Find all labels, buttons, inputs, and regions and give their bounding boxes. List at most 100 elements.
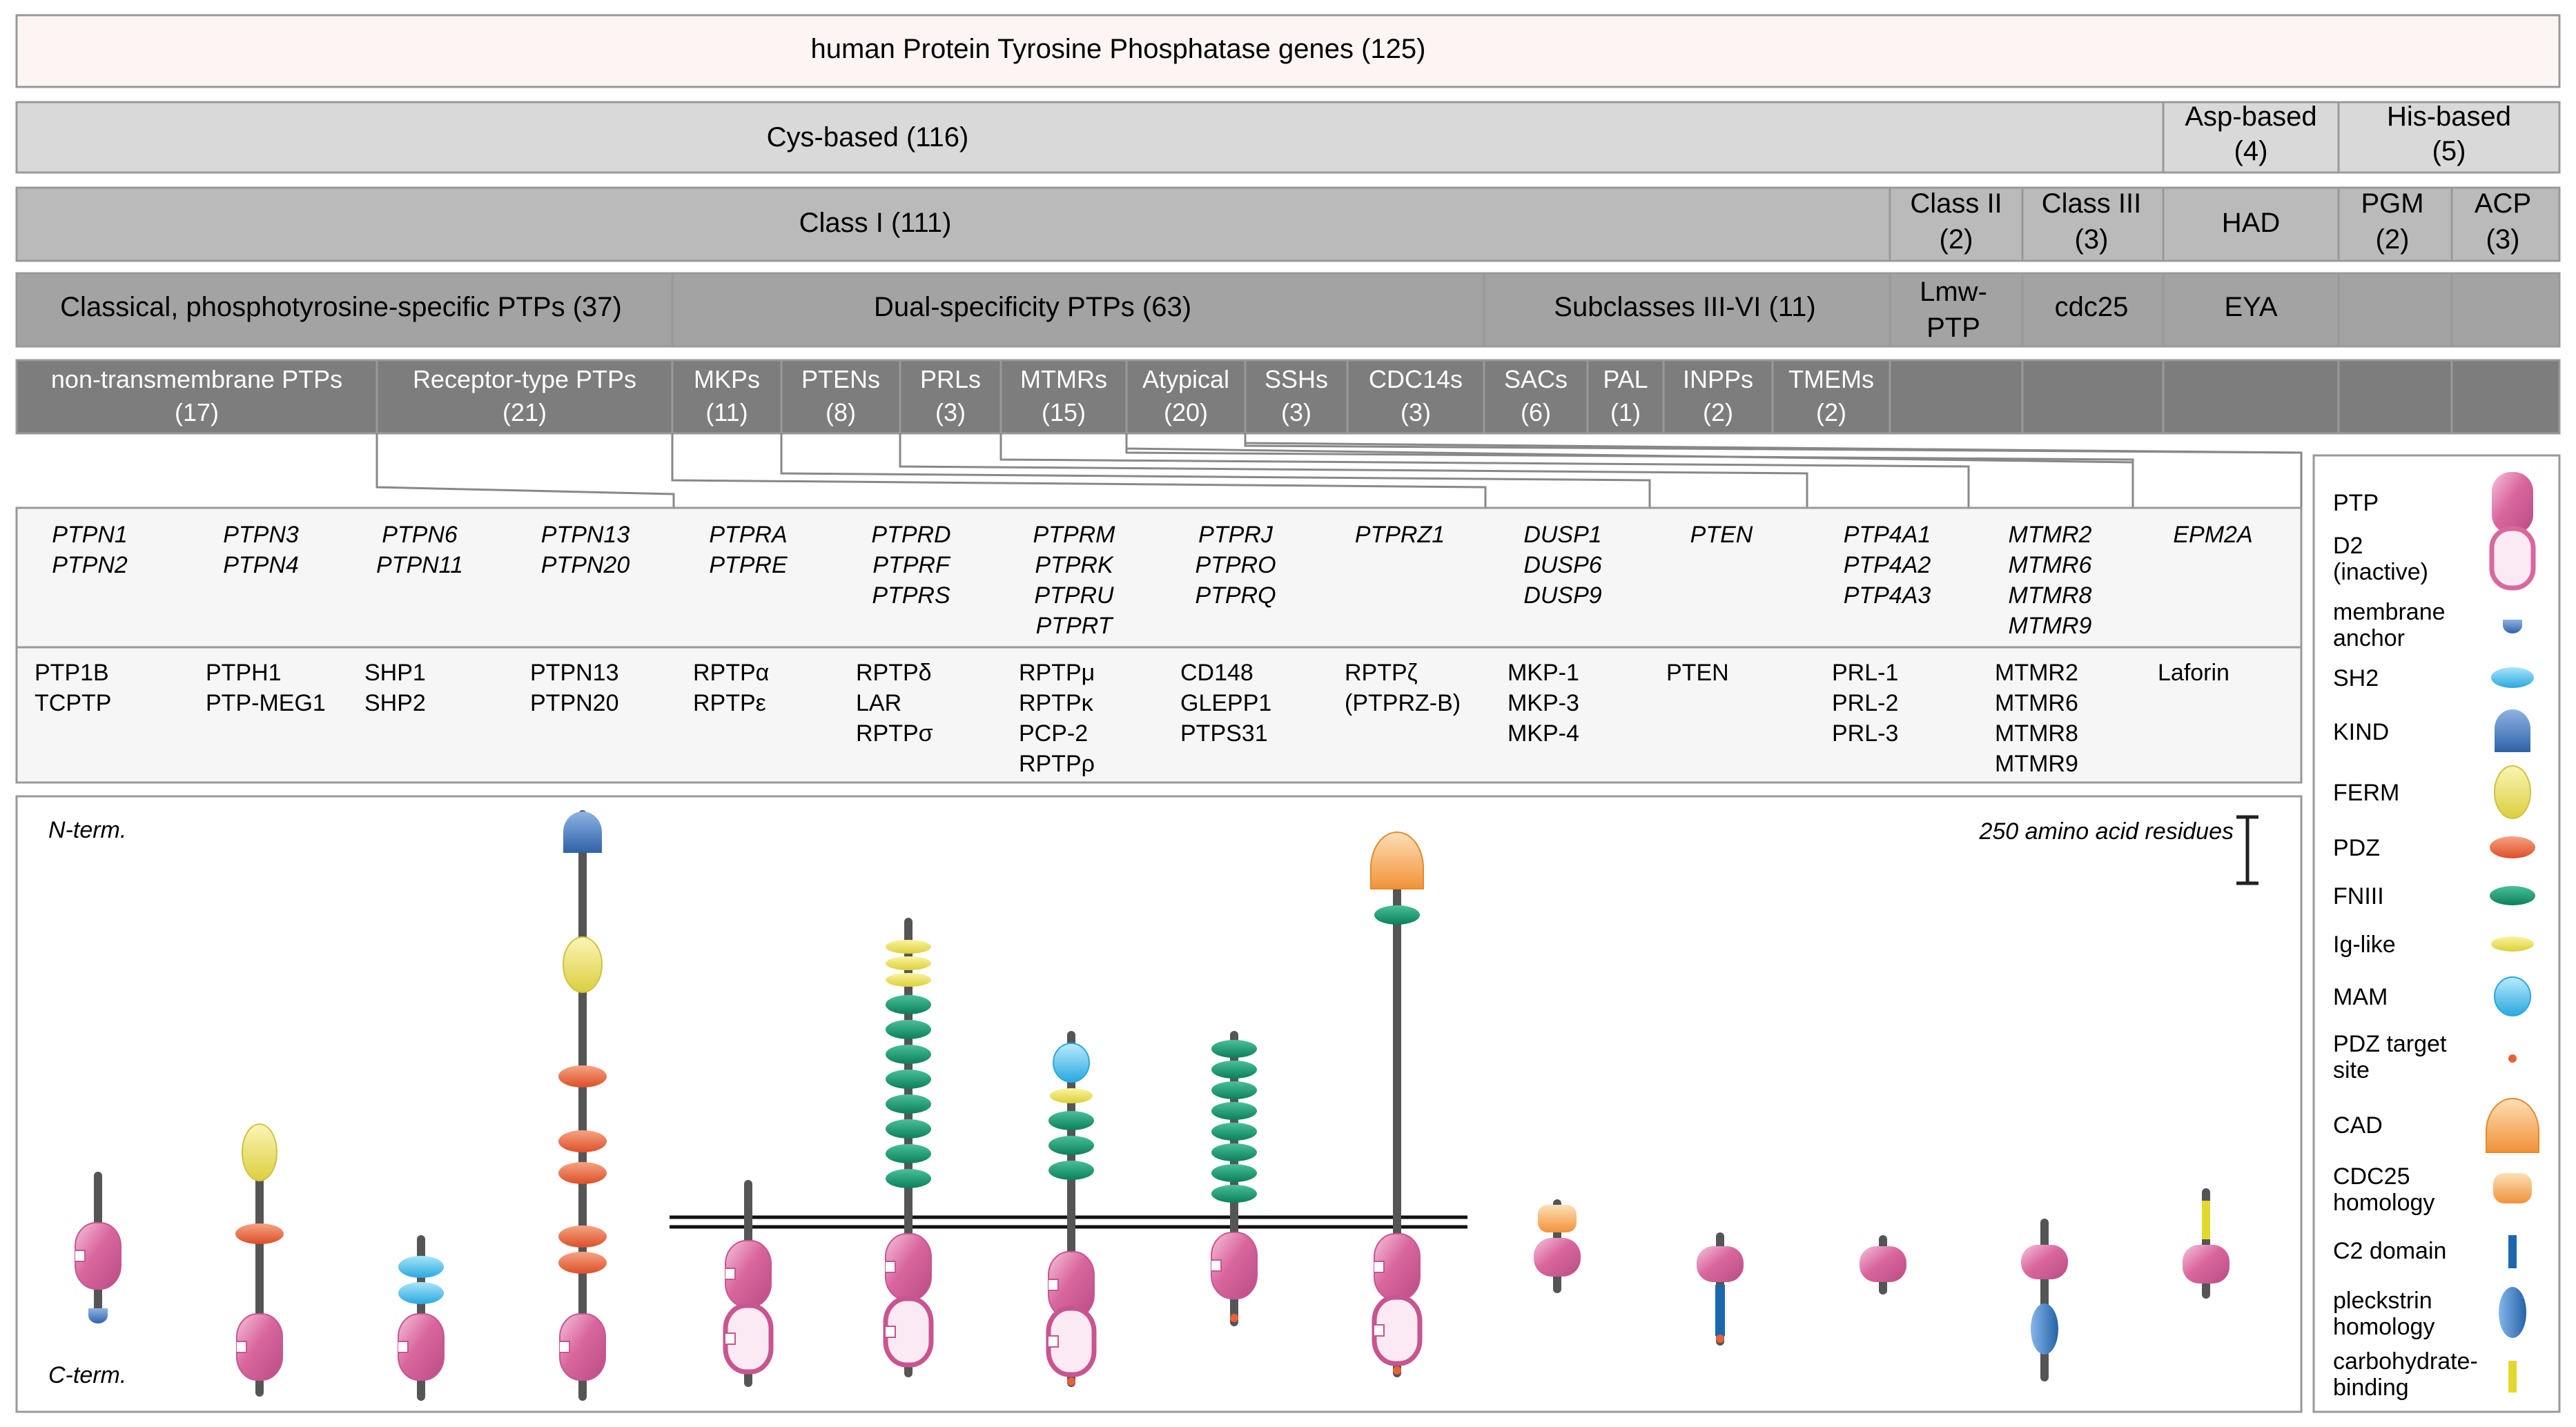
subclasses-label: Subclasses III-VI (11) — [1554, 292, 1815, 322]
protein-architecture-9 — [1370, 831, 1424, 1377]
gene-name: PTPN2 — [52, 552, 128, 578]
family-count: (11) — [705, 398, 748, 426]
gene-name: PTPN13 — [541, 522, 630, 548]
class-3-box — [2021, 186, 2165, 262]
family-count: (3) — [1401, 398, 1431, 426]
legend-label: FNIII — [2333, 883, 2384, 909]
pdz-domain — [558, 1226, 607, 1248]
family-name: Atypical — [1142, 365, 1229, 393]
class-3-count: (3) — [2075, 224, 2109, 255]
protein-name: MKP-1 — [1507, 660, 1579, 686]
membrane-anchor — [88, 1308, 108, 1323]
fniii-domain — [886, 1094, 931, 1114]
gene-name: PTP4A2 — [1844, 552, 1931, 578]
connector-line — [375, 433, 675, 508]
family-box-9: SACs(6) — [1483, 359, 1589, 435]
fniii-domain — [1211, 1081, 1257, 1099]
acp-box — [2450, 186, 2561, 262]
protein-architecture-3 — [398, 1235, 445, 1401]
gene-name: PTP4A1 — [1844, 522, 1931, 548]
fniii-domain — [886, 1119, 931, 1139]
protein-architecture-11 — [1697, 1232, 1744, 1346]
family-name: MKPs — [694, 365, 760, 393]
family-name: Receptor-type PTPs — [413, 365, 636, 393]
row4-tail-3 — [2162, 359, 2340, 435]
protein-name: RPTPδ — [856, 660, 932, 686]
pgm-row3-box — [2337, 272, 2453, 348]
row4-tail-5 — [2450, 359, 2561, 435]
protein-name: RPTPρ — [1019, 751, 1095, 777]
ig-like-domain — [886, 973, 931, 987]
gene-name: PTPN11 — [376, 552, 463, 578]
gene-name: PTPRJ — [1198, 522, 1274, 548]
protein-architecture-7 — [1046, 1031, 1097, 1387]
family-name: TMEMs — [1788, 365, 1874, 393]
legend-label: Ig-like — [2333, 932, 2396, 958]
fniii-domain — [886, 1070, 931, 1089]
c2-domain-icon — [2508, 1235, 2517, 1268]
legend-label: anchor — [2333, 625, 2405, 651]
gene-name: MTMR9 — [2009, 613, 2092, 639]
legend-label: PDZ — [2333, 835, 2380, 861]
legend-label: FERM — [2333, 780, 2399, 806]
cdc25-label: cdc25 — [2055, 292, 2129, 322]
fniii-domain — [1048, 1136, 1094, 1155]
fniii-domain — [1211, 1040, 1257, 1058]
protein-name: GLEPP1 — [1180, 690, 1271, 716]
family-name: PRLs — [920, 365, 981, 393]
legend-item-fniii: FNIII — [2333, 883, 2535, 909]
protein-name: CD148 — [1180, 660, 1253, 686]
classical-ptps-label: Classical, phosphotyrosine-specific PTPs… — [60, 292, 622, 322]
protein-name: PTP1B — [35, 660, 109, 686]
family-name: PTENs — [801, 365, 880, 393]
sh2-domain — [398, 1256, 444, 1278]
c2-domain — [1715, 1285, 1725, 1336]
family-row: non-transmembrane PTPs (17) Receptor-type … — [15, 359, 1891, 435]
gene-name: PTPRK — [1035, 552, 1114, 578]
protein-name: RPTPσ — [856, 720, 933, 747]
fniii-domain — [1211, 1185, 1257, 1203]
protein-name: PTPH1 — [206, 660, 282, 686]
legend-item-cbm: carbohydrate-binding — [2333, 1348, 2517, 1401]
gene-name: PTPRO — [1195, 552, 1276, 578]
family-count: (2) — [1703, 398, 1733, 426]
cad-icon — [2486, 1098, 2539, 1153]
protein-name: MKP-3 — [1507, 690, 1579, 716]
legend-label: homology — [2333, 1190, 2434, 1216]
gene-table: PTPN1PTPN2PTP1BTCPTPPTPN3PTPN4PTPH1PTP-M… — [15, 506, 2303, 784]
family-name: non-transmembrane PTPs — [51, 365, 342, 393]
legend-label: binding — [2333, 1375, 2409, 1401]
gene-name: PTPRS — [872, 582, 950, 609]
gene-name: PTEN — [1690, 522, 1753, 548]
family-name: INPPs — [1683, 365, 1753, 393]
c-term-label: C-term. — [48, 1362, 126, 1388]
protein-name: PCP-2 — [1019, 720, 1088, 747]
ptp-domain — [1534, 1238, 1581, 1277]
legend-item-mam: MAM — [2333, 976, 2531, 1016]
his-based-count: (5) — [2432, 136, 2466, 166]
cdc25-homology-domain — [1538, 1205, 1577, 1232]
fniii-domain — [886, 1144, 931, 1163]
gene-name: PTPRA — [709, 522, 787, 548]
fniii-domain — [886, 1169, 931, 1188]
fniii-domain — [1211, 1102, 1257, 1120]
fniii-domain — [886, 1020, 931, 1039]
gene-name: PTPRF — [872, 552, 951, 578]
gene-name: PTPRT — [1036, 613, 1114, 639]
protein-architecture-12 — [1860, 1235, 1906, 1295]
protein-name: PTPS31 — [1180, 720, 1268, 747]
asp-based-label: Asp-based — [2185, 101, 2316, 132]
carbohydrate-binding-domain — [2202, 1201, 2210, 1239]
legend-item-ig: Ig-like — [2333, 932, 2534, 958]
gene-name: PTPRU — [1034, 582, 1114, 609]
connector-line — [1244, 433, 2303, 508]
family-count: (17) — [175, 398, 219, 426]
